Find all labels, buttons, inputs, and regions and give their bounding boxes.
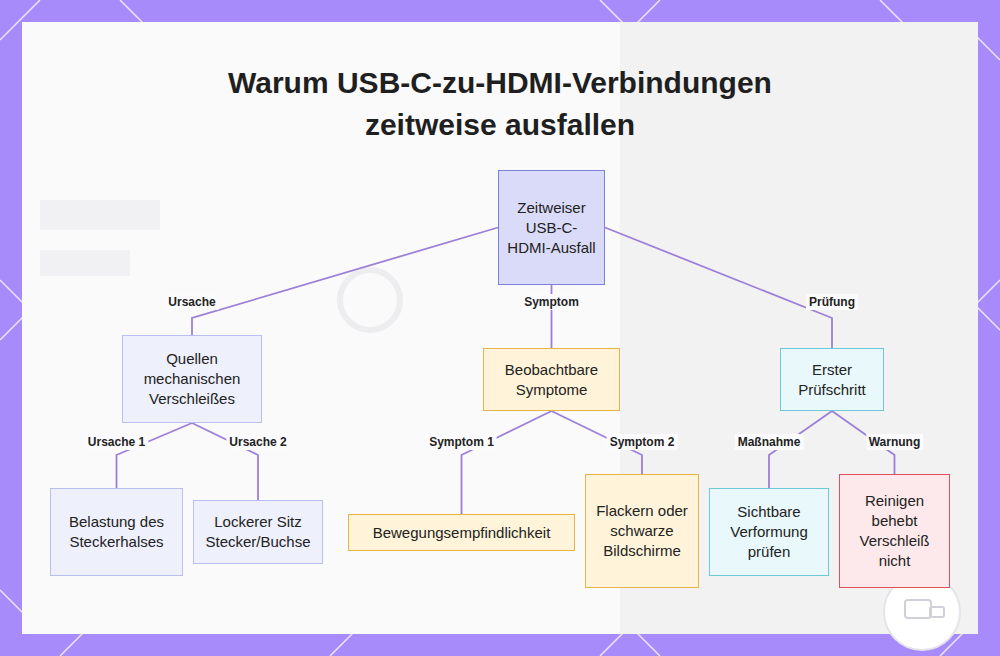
node-box: Reinigen behebt Verschleiß nicht bbox=[839, 474, 950, 588]
node-text: Belastung des Steckerhalses bbox=[57, 512, 176, 552]
connector-path bbox=[462, 411, 552, 514]
node-box: Beobachtbare Symptome bbox=[483, 348, 620, 411]
connector-path bbox=[192, 228, 498, 336]
connector-line bbox=[462, 411, 552, 514]
connector-path bbox=[117, 423, 193, 488]
node-text: Zeitweiser USB-C-HDMI-Ausfall bbox=[505, 198, 598, 258]
node-box: Belastung des Steckerhalses bbox=[50, 488, 183, 576]
node-box: Quellen mechanischen Verschleißes bbox=[122, 335, 262, 423]
edge-label: Warnung bbox=[866, 434, 924, 450]
node-text: Bewegungsempfindlichkeit bbox=[373, 523, 551, 543]
node-text: Lockerer Sitz Stecker/Buchse bbox=[200, 512, 316, 552]
node-box: Lockerer Sitz Stecker/Buchse bbox=[193, 500, 323, 564]
edge-label: Symptom 2 bbox=[607, 434, 678, 450]
connector-line bbox=[192, 228, 498, 336]
node-text: Sichtbare Verformung prüfen bbox=[716, 502, 822, 562]
edge-label: Symptom bbox=[521, 294, 582, 310]
diagram-title: Warum USB-C-zu-HDMI-Verbindungen zeitwei… bbox=[180, 62, 820, 146]
edge-label: Prüfung bbox=[806, 294, 858, 310]
node-text: Reinigen behebt Verschleiß nicht bbox=[846, 491, 943, 571]
edge-label: Maßnahme bbox=[735, 434, 804, 450]
connector-line bbox=[605, 228, 832, 349]
edge-label: Ursache 1 bbox=[85, 434, 148, 450]
node-box: Erster Prüfschritt bbox=[780, 348, 884, 411]
edge-label: Ursache 2 bbox=[226, 434, 289, 450]
node-box: Zeitweiser USB-C-HDMI-Ausfall bbox=[498, 170, 605, 285]
node-text: Flackern oder schwarze Bildschirme bbox=[592, 501, 692, 561]
node-box: Flackern oder schwarze Bildschirme bbox=[585, 474, 699, 588]
edge-label: Ursache bbox=[165, 294, 218, 310]
edge-label: Symptom 1 bbox=[426, 434, 497, 450]
node-text: Quellen mechanischen Verschleißes bbox=[129, 349, 255, 409]
connector-line bbox=[117, 423, 193, 488]
node-box: Bewegungsempfindlichkeit bbox=[348, 514, 575, 551]
node-text: Erster Prüfschritt bbox=[787, 360, 877, 400]
connector-path bbox=[605, 228, 832, 349]
node-box: Sichtbare Verformung prüfen bbox=[709, 488, 829, 576]
node-text: Beobachtbare Symptome bbox=[490, 360, 613, 400]
